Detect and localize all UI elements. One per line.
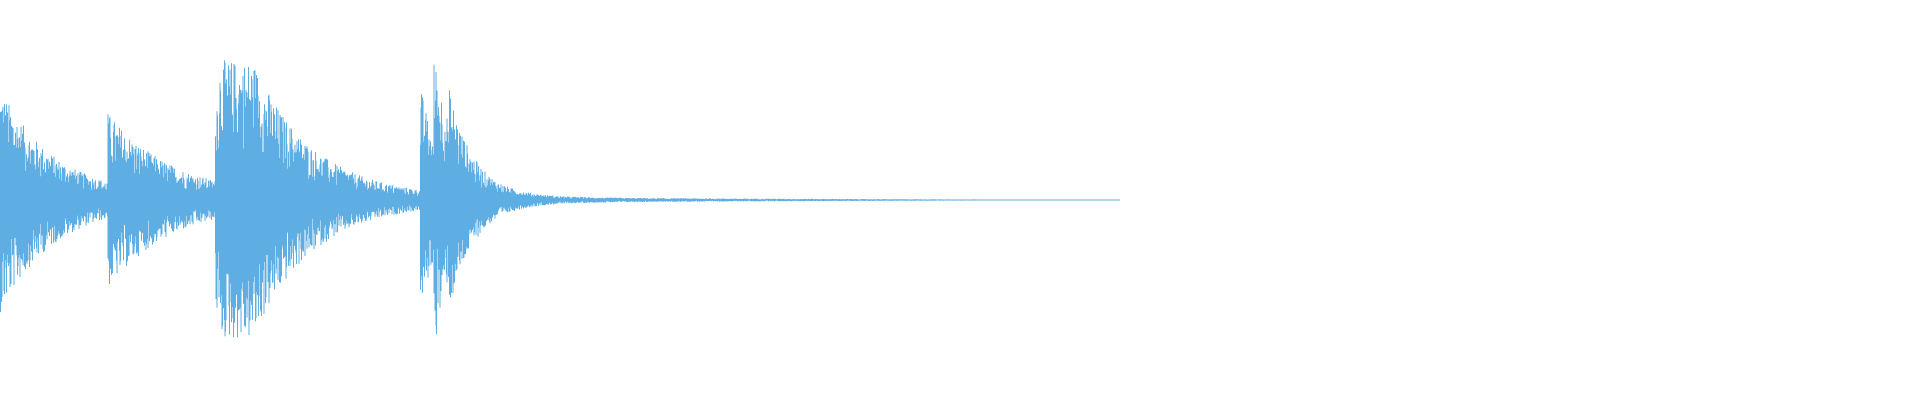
waveform-signal	[0, 60, 1116, 338]
